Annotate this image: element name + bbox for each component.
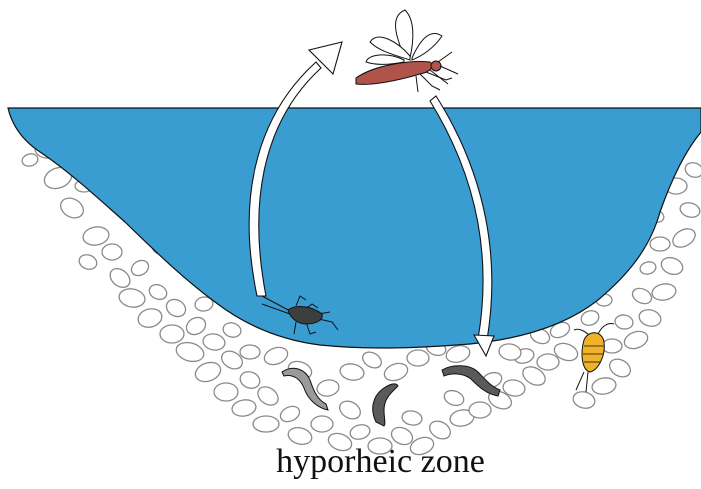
worm-icon <box>373 384 398 426</box>
sediment-stone <box>651 282 677 302</box>
sediment-stone <box>339 362 365 382</box>
sediment-stone <box>637 307 662 328</box>
sediment-stone <box>238 369 262 391</box>
sediment-stone <box>183 314 208 338</box>
sediment-stone <box>77 252 99 271</box>
sediment-stone <box>278 403 302 424</box>
sediment-stone <box>360 349 384 371</box>
sediment-stone <box>240 345 260 359</box>
sediment-stone <box>262 344 290 367</box>
sediment-stone <box>639 260 658 276</box>
sediment-stone <box>469 402 491 418</box>
sediment-stone <box>193 359 224 385</box>
sediment-stone <box>602 339 622 353</box>
sediment-stone <box>679 201 701 220</box>
sediment-stone <box>102 244 122 260</box>
sediment-stone <box>254 383 281 409</box>
sediment-stone <box>160 325 184 343</box>
sediment-stone <box>82 225 111 247</box>
sediment-stone <box>444 343 471 365</box>
sediment-stone <box>147 282 169 302</box>
sediment-stone <box>382 360 410 383</box>
sediment-stone <box>174 340 206 365</box>
sediment-stone <box>407 350 429 366</box>
sediment-stone <box>118 287 147 309</box>
sediment-stone <box>202 332 226 352</box>
sediment-stone <box>571 389 596 410</box>
sediment-stone <box>253 416 279 432</box>
sediment-stone <box>349 423 372 442</box>
sediment-stone <box>650 237 670 251</box>
sediment-stone <box>670 225 699 251</box>
sediment-stone <box>163 296 188 320</box>
sediment-stone <box>106 265 133 291</box>
sediment-stone <box>606 356 633 381</box>
sediment-stone <box>231 398 257 418</box>
sediment-stone <box>21 152 40 168</box>
sediment-stone <box>683 160 701 179</box>
sediment-stone <box>614 314 634 331</box>
sediment-stone <box>401 409 423 426</box>
sediment-stone <box>659 255 685 278</box>
mosquito-icon <box>356 10 458 92</box>
sediment-stone <box>311 416 333 432</box>
sediment-stone <box>442 388 466 408</box>
sediment-stone <box>336 398 363 423</box>
sediment-stone <box>221 321 242 339</box>
sediment-stone <box>57 194 87 222</box>
sediment-stone <box>136 306 164 330</box>
sediment-stone <box>537 354 559 370</box>
sediment-stone <box>630 285 654 306</box>
sediment-stone <box>591 376 617 396</box>
sediment-stone <box>622 328 650 351</box>
caption-hyporheic-zone: hyporheic zone <box>30 443 701 481</box>
sediment-stone <box>316 378 340 398</box>
sediment-stone <box>214 383 238 401</box>
sediment-stone <box>129 257 152 278</box>
